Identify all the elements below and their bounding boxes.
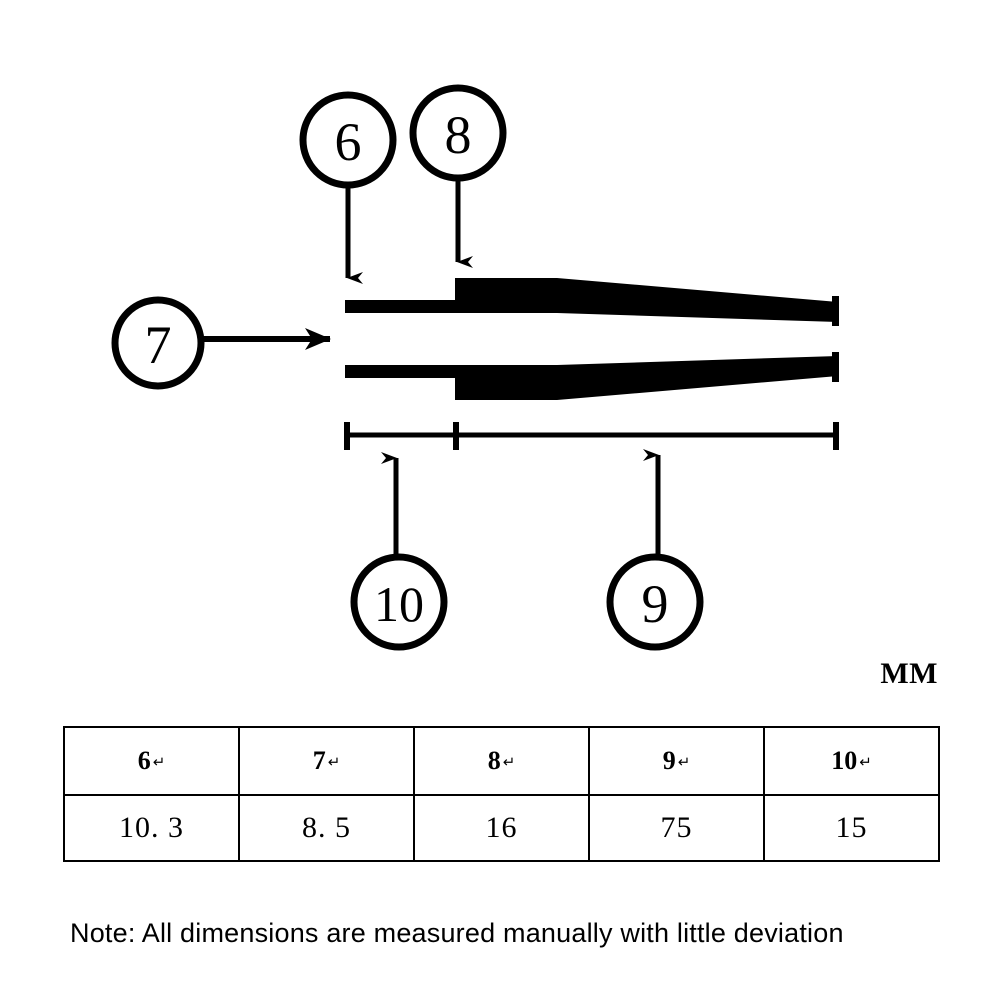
pilcrow-icon: ↵	[152, 754, 166, 771]
callout-6-label: 6	[335, 112, 362, 172]
callout-9-circle	[606, 553, 704, 651]
table-header-cell-10: 10↵	[763, 726, 940, 796]
callout-10[interactable]: 10	[350, 452, 448, 651]
table-value-cell-6: 10. 3	[63, 794, 240, 862]
callout-6-circle	[299, 91, 397, 189]
tweezers-diagram: 6 8 7	[111, 84, 839, 651]
table-header-row: 6↵ 7↵ 8↵ 9↵ 10↵	[63, 726, 940, 796]
table-header-label-8: 8	[487, 746, 501, 775]
table-header-cell-6: 6↵	[63, 726, 240, 796]
callout-10-label: 10	[374, 576, 424, 632]
table-header-label-6: 6	[137, 746, 151, 775]
dimensions-table: 6↵ 7↵ 8↵ 9↵ 10↵ 10. 3 8. 5 16 75	[63, 726, 940, 862]
table-header-label-7: 7	[312, 746, 326, 775]
callout-10-circle	[350, 553, 448, 651]
table-value-cell-7: 8. 5	[238, 794, 415, 862]
table-header-cell-8: 8↵	[413, 726, 590, 796]
pilcrow-icon: ↵	[502, 754, 516, 771]
table-value-cell-10: 15	[763, 794, 940, 862]
table-value-row: 10. 3 8. 5 16 75 15	[63, 794, 940, 862]
tweezers-upper-arm	[345, 278, 838, 322]
table-value-cell-8: 16	[413, 794, 590, 862]
callout-8[interactable]: 8	[409, 84, 507, 268]
table-header-label-10: 10	[831, 746, 858, 775]
pilcrow-icon: ↵	[327, 754, 341, 771]
pilcrow-icon: ↵	[859, 754, 872, 771]
callout-7-circle	[111, 296, 205, 390]
callout-9-label: 9	[642, 574, 669, 634]
callout-8-circle	[409, 84, 507, 182]
table-header-cell-7: 7↵	[238, 726, 415, 796]
upper-tip-cap	[832, 296, 839, 326]
note-text: Note: All dimensions are measured manual…	[70, 918, 844, 948]
callout-8-label: 8	[445, 105, 472, 165]
table-header-cell-9: 9↵	[588, 726, 765, 796]
callout-7[interactable]: 7	[111, 296, 331, 390]
tweezers-body	[345, 278, 839, 400]
unit-label: MM	[880, 657, 938, 690]
tweezers-diagram-svg: 6 8 7	[111, 84, 839, 651]
callout-9[interactable]: 9	[606, 449, 704, 651]
table-header-label-9: 9	[662, 746, 676, 775]
tweezers-lower-arm	[345, 356, 838, 400]
pilcrow-icon: ↵	[677, 754, 691, 771]
callout-7-label: 7	[145, 315, 172, 375]
dimension-line-group	[344, 422, 839, 450]
callout-6[interactable]: 6	[299, 91, 397, 284]
lower-tip-cap	[832, 352, 839, 382]
table-value-cell-9: 75	[588, 794, 765, 862]
